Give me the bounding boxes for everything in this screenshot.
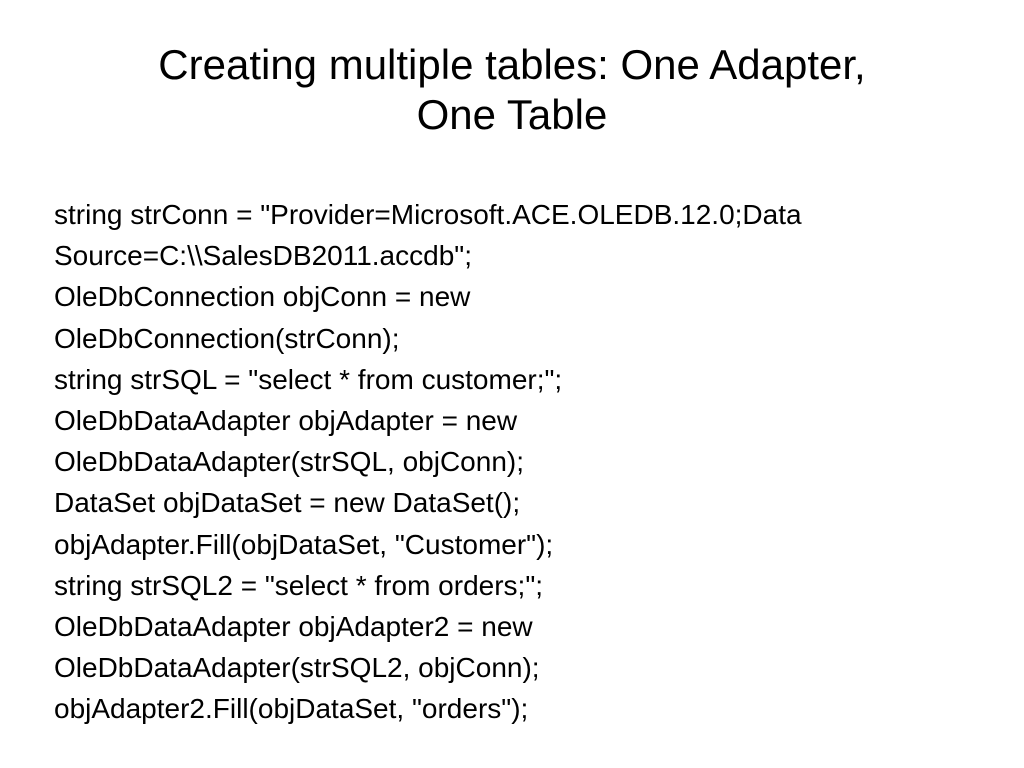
code-line-3: OleDbConnection objConn = new <box>54 281 471 313</box>
code-line-7: OleDbDataAdapter(strSQL, objConn); <box>54 446 524 478</box>
code-line-12: OleDbDataAdapter(strSQL2, objConn); <box>54 652 540 684</box>
slide-title: Creating multiple tables: One Adapter, O… <box>60 40 964 140</box>
code-line-1: string strConn = "Provider=Microsoft.ACE… <box>54 199 802 230</box>
code-line-9: objAdapter.Fill(objDataSet, "Customer"); <box>54 528 554 560</box>
code-line-6: OleDbDataAdapter objAdapter = new <box>54 405 518 437</box>
code-line-4: OleDbConnection(strConn); <box>54 322 400 354</box>
code-line-10: string strSQL2 = "select * from orders;"… <box>54 569 544 601</box>
code-line-13: objAdapter2.Fill(objDataSet, "orders"); <box>54 693 529 725</box>
code-line-11: OleDbDataAdapter objAdapter2 = new <box>54 611 533 643</box>
slide-title-line-2: One Table <box>416 91 608 138</box>
code-listing: string strConn = "Provider=Microsoft.ACE… <box>54 194 994 730</box>
slide-title-line-1: Creating multiple tables: One Adapter, <box>158 41 866 88</box>
code-line-2: Source=C:\\SalesDB2011.accdb"; <box>54 240 472 272</box>
code-line-8: DataSet objDataSet = new DataSet(); <box>54 487 521 519</box>
code-line-5: string strSQL = "select * from customer;… <box>54 363 563 395</box>
